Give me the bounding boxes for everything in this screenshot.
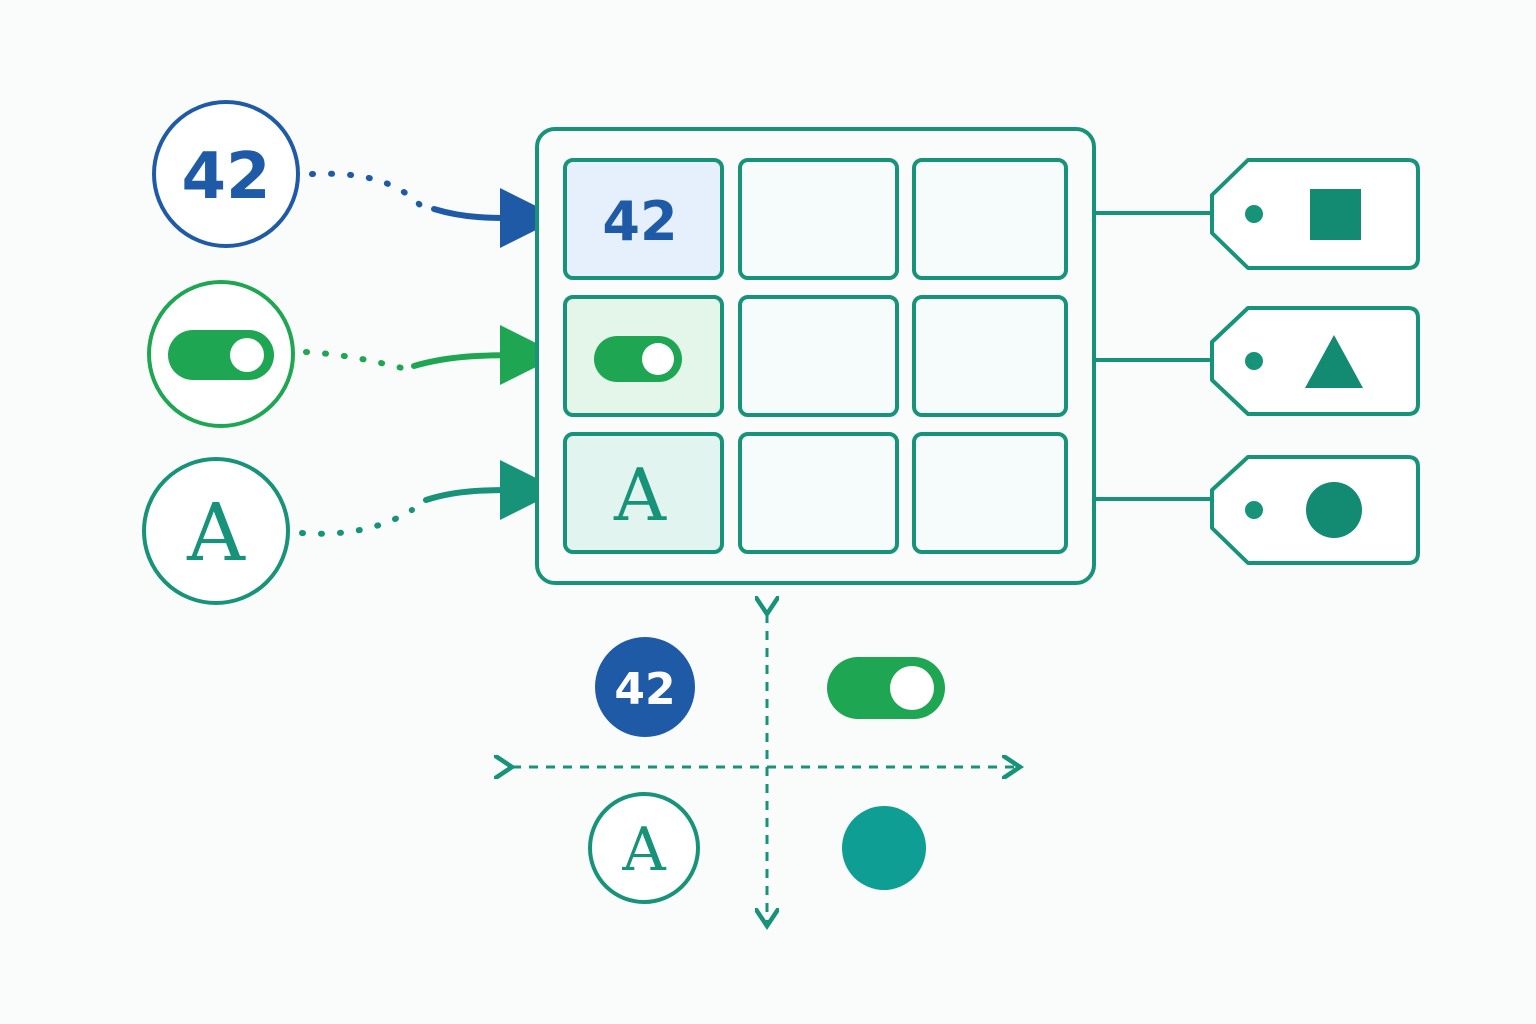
quadrant-number-label: 42 — [614, 664, 675, 715]
tag-row-2 — [1096, 306, 1420, 416]
circle-icon — [1306, 482, 1362, 538]
input-text-node: A — [142, 457, 290, 605]
cell-number-label: 42 — [602, 190, 677, 253]
square-icon — [1310, 189, 1361, 240]
grid-cell-empty — [738, 295, 899, 417]
cell-number: 42 — [563, 158, 724, 280]
connector-toggle — [303, 324, 560, 385]
grid-cell-empty — [912, 158, 1068, 280]
tag-hole — [1245, 205, 1263, 223]
quadrant-number-badge: 42 — [595, 637, 695, 737]
quadrant-text-label: A — [621, 815, 666, 885]
grid-cell-empty — [738, 158, 899, 280]
tag-hole — [1245, 352, 1263, 370]
cell-text: A — [563, 432, 724, 554]
cell-text-label: A — [613, 453, 667, 537]
grid-cell-empty — [912, 295, 1068, 417]
cell-toggle — [563, 295, 724, 417]
input-number-label: 42 — [181, 140, 270, 214]
input-toggle-node — [147, 280, 295, 428]
quadrant-circle-icon — [842, 806, 926, 890]
grid-cell-empty — [912, 432, 1068, 554]
triangle-icon — [1305, 335, 1363, 388]
input-text-label: A — [186, 486, 246, 579]
quadrant-axes — [512, 614, 1020, 926]
connector-text — [299, 459, 560, 537]
input-number-node: 42 — [152, 100, 300, 248]
toggle-icon — [827, 657, 945, 719]
grid-row-3: A — [563, 432, 1068, 554]
connector-number — [309, 170, 560, 249]
grid-cell-empty — [738, 432, 899, 554]
grid-row-2 — [563, 295, 1068, 417]
tag-row-3 — [1096, 455, 1420, 565]
quadrant-toggle — [827, 657, 945, 719]
toggle-icon — [168, 330, 274, 380]
toggle-icon — [594, 336, 682, 382]
tag-hole — [1245, 501, 1263, 519]
quadrant-text-badge: A — [588, 792, 700, 904]
tag-row-1 — [1096, 158, 1420, 270]
grid-row-1: 42 — [563, 158, 1068, 280]
